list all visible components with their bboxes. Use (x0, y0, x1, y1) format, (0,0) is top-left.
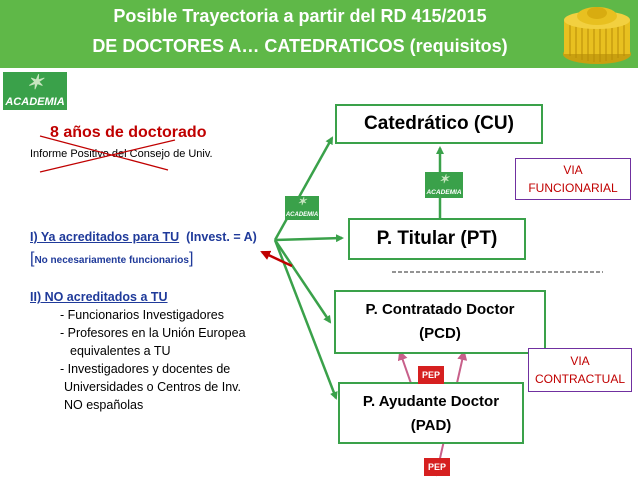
title-line-2: DE DOCTORES A… CATEDRATICOS (requisitos) (92, 36, 508, 56)
via-contractual-1: VIA (570, 354, 590, 368)
arrow-to-cu (273, 136, 334, 241)
item1-note-text: No necesariamente funcionarios (34, 255, 189, 266)
via-funcionarial-2: FUNCIONARIAL (528, 181, 618, 195)
academia-mark-icon: ✶ (438, 172, 450, 186)
bracket-open: [ (30, 250, 35, 267)
academia-logo: ✶ ACADEMIA (3, 72, 67, 110)
academia-mark-icon: ✶ (297, 196, 307, 208)
item1-detail: (Invest. = A) (186, 230, 257, 244)
arrow-to-pt (274, 234, 344, 243)
title-line-1: Posible Trayectoria a partir del RD 415/… (113, 6, 487, 26)
item1-label: I) Ya acreditados para TU (Invest. = A) (30, 230, 257, 244)
bullet-investigadores-cont: Universidades o Centros de Inv. (64, 380, 241, 394)
bullet-profesores-ue-cont: equivalentes a TU (70, 344, 171, 358)
pad-line-2: (PAD) (410, 417, 452, 434)
via-funcionarial: VIA FUNCIONARIAL (515, 158, 631, 200)
arrow-to-pcd (273, 239, 332, 324)
title-bar (0, 0, 638, 68)
academia-mark-icon: ✶ (26, 72, 44, 94)
box-titular: P. Titular (PT) (348, 218, 526, 260)
item2-title: II) NO acreditados a TU (30, 290, 168, 304)
bullet-investigadores-cont2: NO españolas (64, 398, 144, 412)
bullet-investigadores: - Investigadores y docentes de (60, 362, 231, 376)
box-catedratico: Catedrático (CU) (335, 104, 543, 144)
pad-line-1: P. Ayudante Doctor (362, 393, 500, 410)
informe-requirement: Informe Positivo del Consejo de Univ. (30, 148, 213, 160)
item1-title: I) Ya acreditados para TU (30, 230, 180, 244)
item1-note: [No necesariamente funcionarios] (30, 250, 193, 268)
pep-logo-lower: PEP (424, 458, 450, 476)
box-contratado-doctor: P. Contratado Doctor (PCD) (334, 290, 546, 354)
bullet-profesores-ue: - Profesores en la Unión Europea (60, 326, 246, 340)
bracket-close: ] (188, 250, 194, 267)
box-ayudante-doctor: P. Ayudante Doctor (PAD) (338, 382, 524, 444)
academia-logo-hub: ✶ ACADEMIA (285, 196, 319, 220)
academia-logo-pt-cu: ✶ ACADEMIA (425, 172, 463, 198)
years-requirement: 8 años de doctorado (50, 124, 207, 141)
strike-line-2 (39, 139, 176, 173)
strike-line-1 (39, 135, 169, 171)
pcd-line-1: P. Contratado Doctor (365, 301, 515, 318)
pcd-line-2: (PCD) (419, 325, 461, 342)
arrow-to-pad (273, 239, 338, 400)
via-funcionarial-1: VIA (563, 163, 583, 177)
bullet-funcionarios: - Funcionarios Investigadores (60, 308, 224, 322)
via-contractual: VIA CONTRACTUAL (528, 348, 632, 392)
pep-logo-upper: PEP (418, 366, 444, 384)
via-contractual-2: CONTRACTUAL (534, 372, 625, 386)
doctoral-hat-icon (563, 7, 631, 64)
arrow-to-item1 (260, 250, 293, 268)
